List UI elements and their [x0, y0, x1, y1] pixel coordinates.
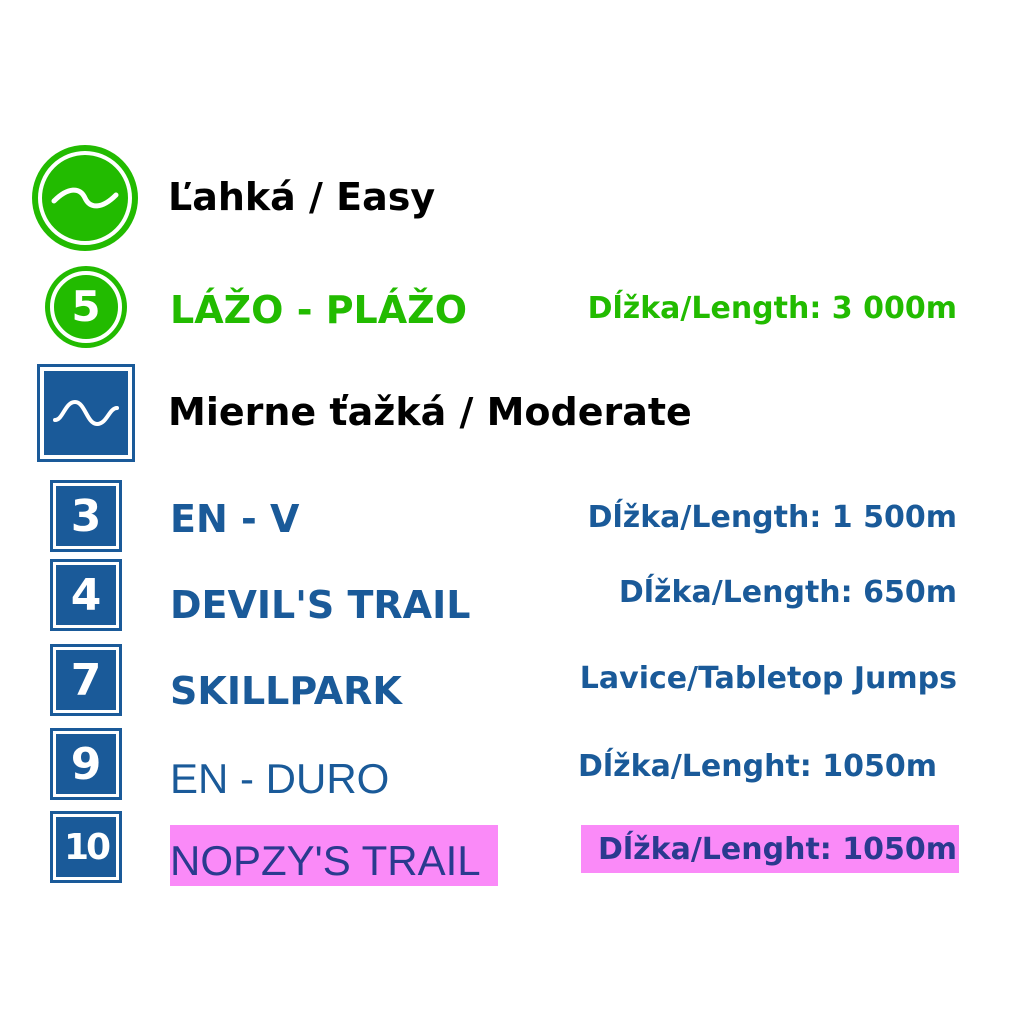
trail-name-highlight: [170, 825, 498, 886]
trail-number: 9: [70, 738, 102, 790]
trail-number: 4: [70, 569, 102, 621]
moderate-category-badge: [37, 364, 135, 462]
trail-badge-4: 4: [50, 559, 122, 631]
trail-number: 5: [71, 282, 101, 331]
trail-info: Lavice/Tabletop Jumps: [579, 661, 957, 696]
trail-length: Dĺžka/Lenght: 1050m: [598, 832, 957, 867]
trail-name: NOPZY'S TRAIL: [170, 837, 481, 884]
trail-name: LÁŽO - PLÁŽO: [170, 288, 468, 332]
trail-name: EN - DURO: [170, 755, 390, 802]
trail-badge-3: 3: [50, 480, 122, 552]
trail-badge-9: 9: [50, 728, 122, 800]
easy-category-badge: [32, 145, 138, 251]
trail-number: 3: [70, 490, 102, 542]
trail-badge-7: 7: [50, 644, 122, 716]
trail-number: 7: [70, 654, 102, 706]
moderate-category-title: Mierne ťažká / Moderate: [168, 390, 692, 434]
wave-icon: [53, 399, 119, 427]
trail-length: Dĺžka/Length: 1 500m: [587, 500, 957, 535]
trail-name: SKILLPARK: [170, 669, 402, 713]
trail-name: DEVIL'S TRAIL: [170, 583, 471, 627]
trail-length: Dĺžka/Length: 650m: [618, 575, 957, 610]
trail-badge-5: 5: [45, 266, 127, 348]
wave-icon: [51, 187, 119, 209]
trail-length: Dĺžka/Lenght: 1050m: [578, 749, 937, 784]
trail-badge-10: 10: [50, 811, 122, 883]
trail-name: EN - V: [170, 497, 300, 541]
trail-length: Dĺžka/Length: 3 000m: [587, 291, 957, 326]
trail-length-highlight: [581, 825, 959, 873]
trail-number: 10: [63, 826, 111, 868]
easy-category-title: Ľahká / Easy: [168, 175, 436, 219]
